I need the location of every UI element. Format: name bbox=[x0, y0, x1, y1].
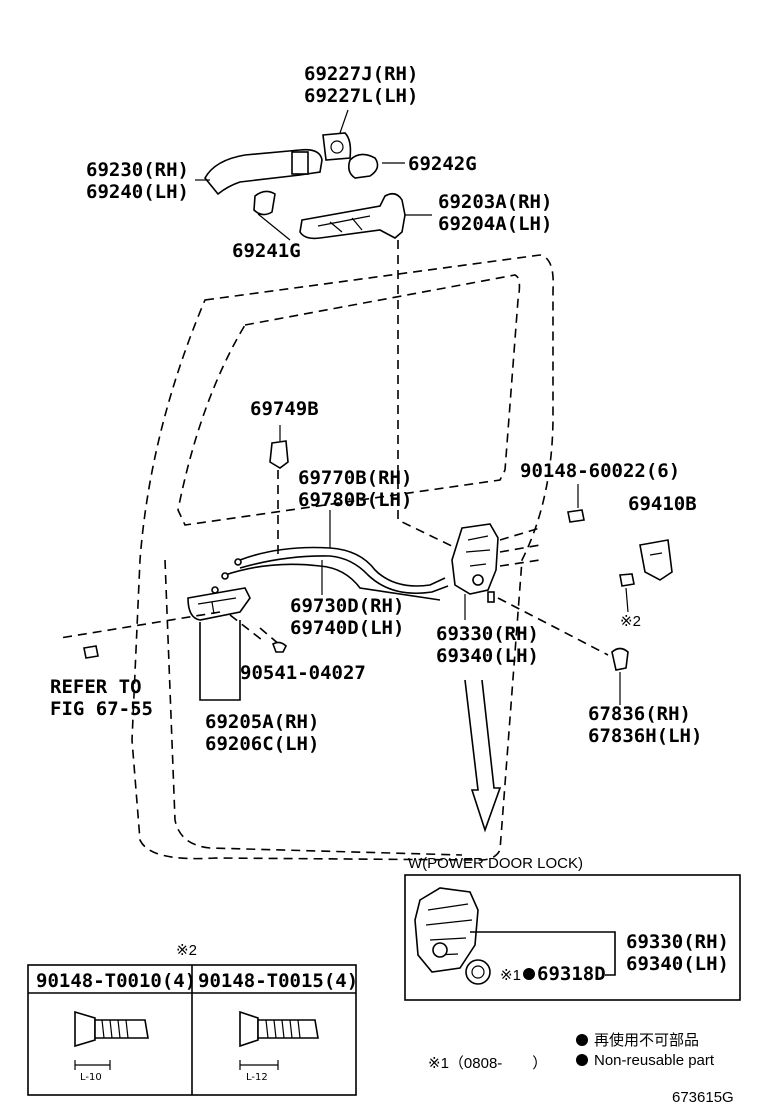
grommet-67836 bbox=[611, 647, 629, 705]
label-69340: 69340(LH) bbox=[436, 645, 539, 667]
legend-dot-icon-en bbox=[576, 1054, 588, 1066]
label-69203a: 69203A(RH) bbox=[438, 191, 552, 213]
screw-right-length: L-12 bbox=[246, 1072, 268, 1083]
label-69230: 69230(RH) bbox=[86, 159, 189, 181]
nonreusable-dot-icon bbox=[523, 968, 535, 980]
label-69205a: 69205A(RH) bbox=[205, 711, 319, 733]
door-outline bbox=[131, 254, 555, 861]
inset-69330: 69330(RH) bbox=[626, 931, 729, 953]
label-refer-2: FIG 67-55 bbox=[50, 698, 153, 720]
part-labels: 69227J(RH) 69227L(LH) 69230(RH) 69240(LH… bbox=[50, 63, 702, 755]
label-69740d: 69740D(LH) bbox=[290, 617, 404, 639]
label-69240: 69240(LH) bbox=[86, 181, 189, 203]
label-refer-1: REFER TO bbox=[50, 676, 142, 698]
inside-handle bbox=[59, 587, 287, 701]
inset-power-door-lock: W(POWER DOOR LOCK) 69330(RH) 69340(LH) ※… bbox=[404, 855, 741, 1001]
screw-90148-60022 bbox=[567, 484, 585, 523]
label-69770b: 69770B(RH) bbox=[298, 467, 412, 489]
label-69204a: 69204A(LH) bbox=[438, 213, 552, 235]
control-cables bbox=[211, 510, 449, 601]
screw-left-length: L-10 bbox=[80, 1072, 102, 1083]
label-69780b: 69780B(LH) bbox=[298, 489, 412, 511]
label-69241g: 69241G bbox=[232, 240, 301, 262]
label-90148-60022: 90148-60022(6) bbox=[520, 460, 680, 482]
diagram-code: 673615G bbox=[672, 1089, 734, 1106]
legend-dot-icon-jp bbox=[576, 1034, 588, 1046]
label-mark2: ※2 bbox=[620, 613, 641, 630]
screw-mark: ※2 bbox=[176, 942, 197, 959]
label-69242g: 69242G bbox=[408, 153, 477, 175]
label-69330: 69330(RH) bbox=[436, 623, 539, 645]
label-69227l: 69227L(LH) bbox=[304, 85, 418, 107]
screw-right-label: 90148-T0015(4) bbox=[198, 970, 358, 992]
label-69749b: 69749B bbox=[250, 398, 319, 420]
inset-arrow bbox=[464, 679, 502, 833]
label-69410b: 69410B bbox=[628, 493, 697, 515]
label-67836h: 67836H(LH) bbox=[588, 725, 702, 747]
legend: 再使用不可部品 Non-reusable part ※1（0808- ） 673… bbox=[428, 1032, 734, 1106]
inset-title: W(POWER DOOR LOCK) bbox=[408, 855, 583, 872]
legend-en: Non-reusable part bbox=[594, 1052, 715, 1069]
legend-jp: 再使用不可部品 bbox=[594, 1032, 699, 1049]
inset-69340: 69340(LH) bbox=[626, 953, 729, 975]
label-67836: 67836(RH) bbox=[588, 703, 691, 725]
door-lock bbox=[451, 523, 609, 656]
label-69730d: 69730D(RH) bbox=[290, 595, 404, 617]
screw-table: ※2 90148-T0010(4) 90148-T0015(4) L-10 L-… bbox=[27, 942, 358, 1096]
clip-69749b bbox=[269, 425, 289, 560]
legend-note: ※1（0808- ） bbox=[428, 1055, 547, 1072]
outside-handle bbox=[195, 109, 432, 241]
label-69206c: 69206C(LH) bbox=[205, 733, 319, 755]
screw-left-label: 90148-T0010(4) bbox=[36, 970, 196, 992]
inset-mark1: ※1 bbox=[500, 967, 521, 984]
inset-69318d: 69318D bbox=[537, 963, 606, 985]
label-69227j: 69227J(RH) bbox=[304, 63, 418, 85]
striker-69410b bbox=[619, 539, 673, 613]
label-90541: 90541-04027 bbox=[240, 662, 366, 684]
